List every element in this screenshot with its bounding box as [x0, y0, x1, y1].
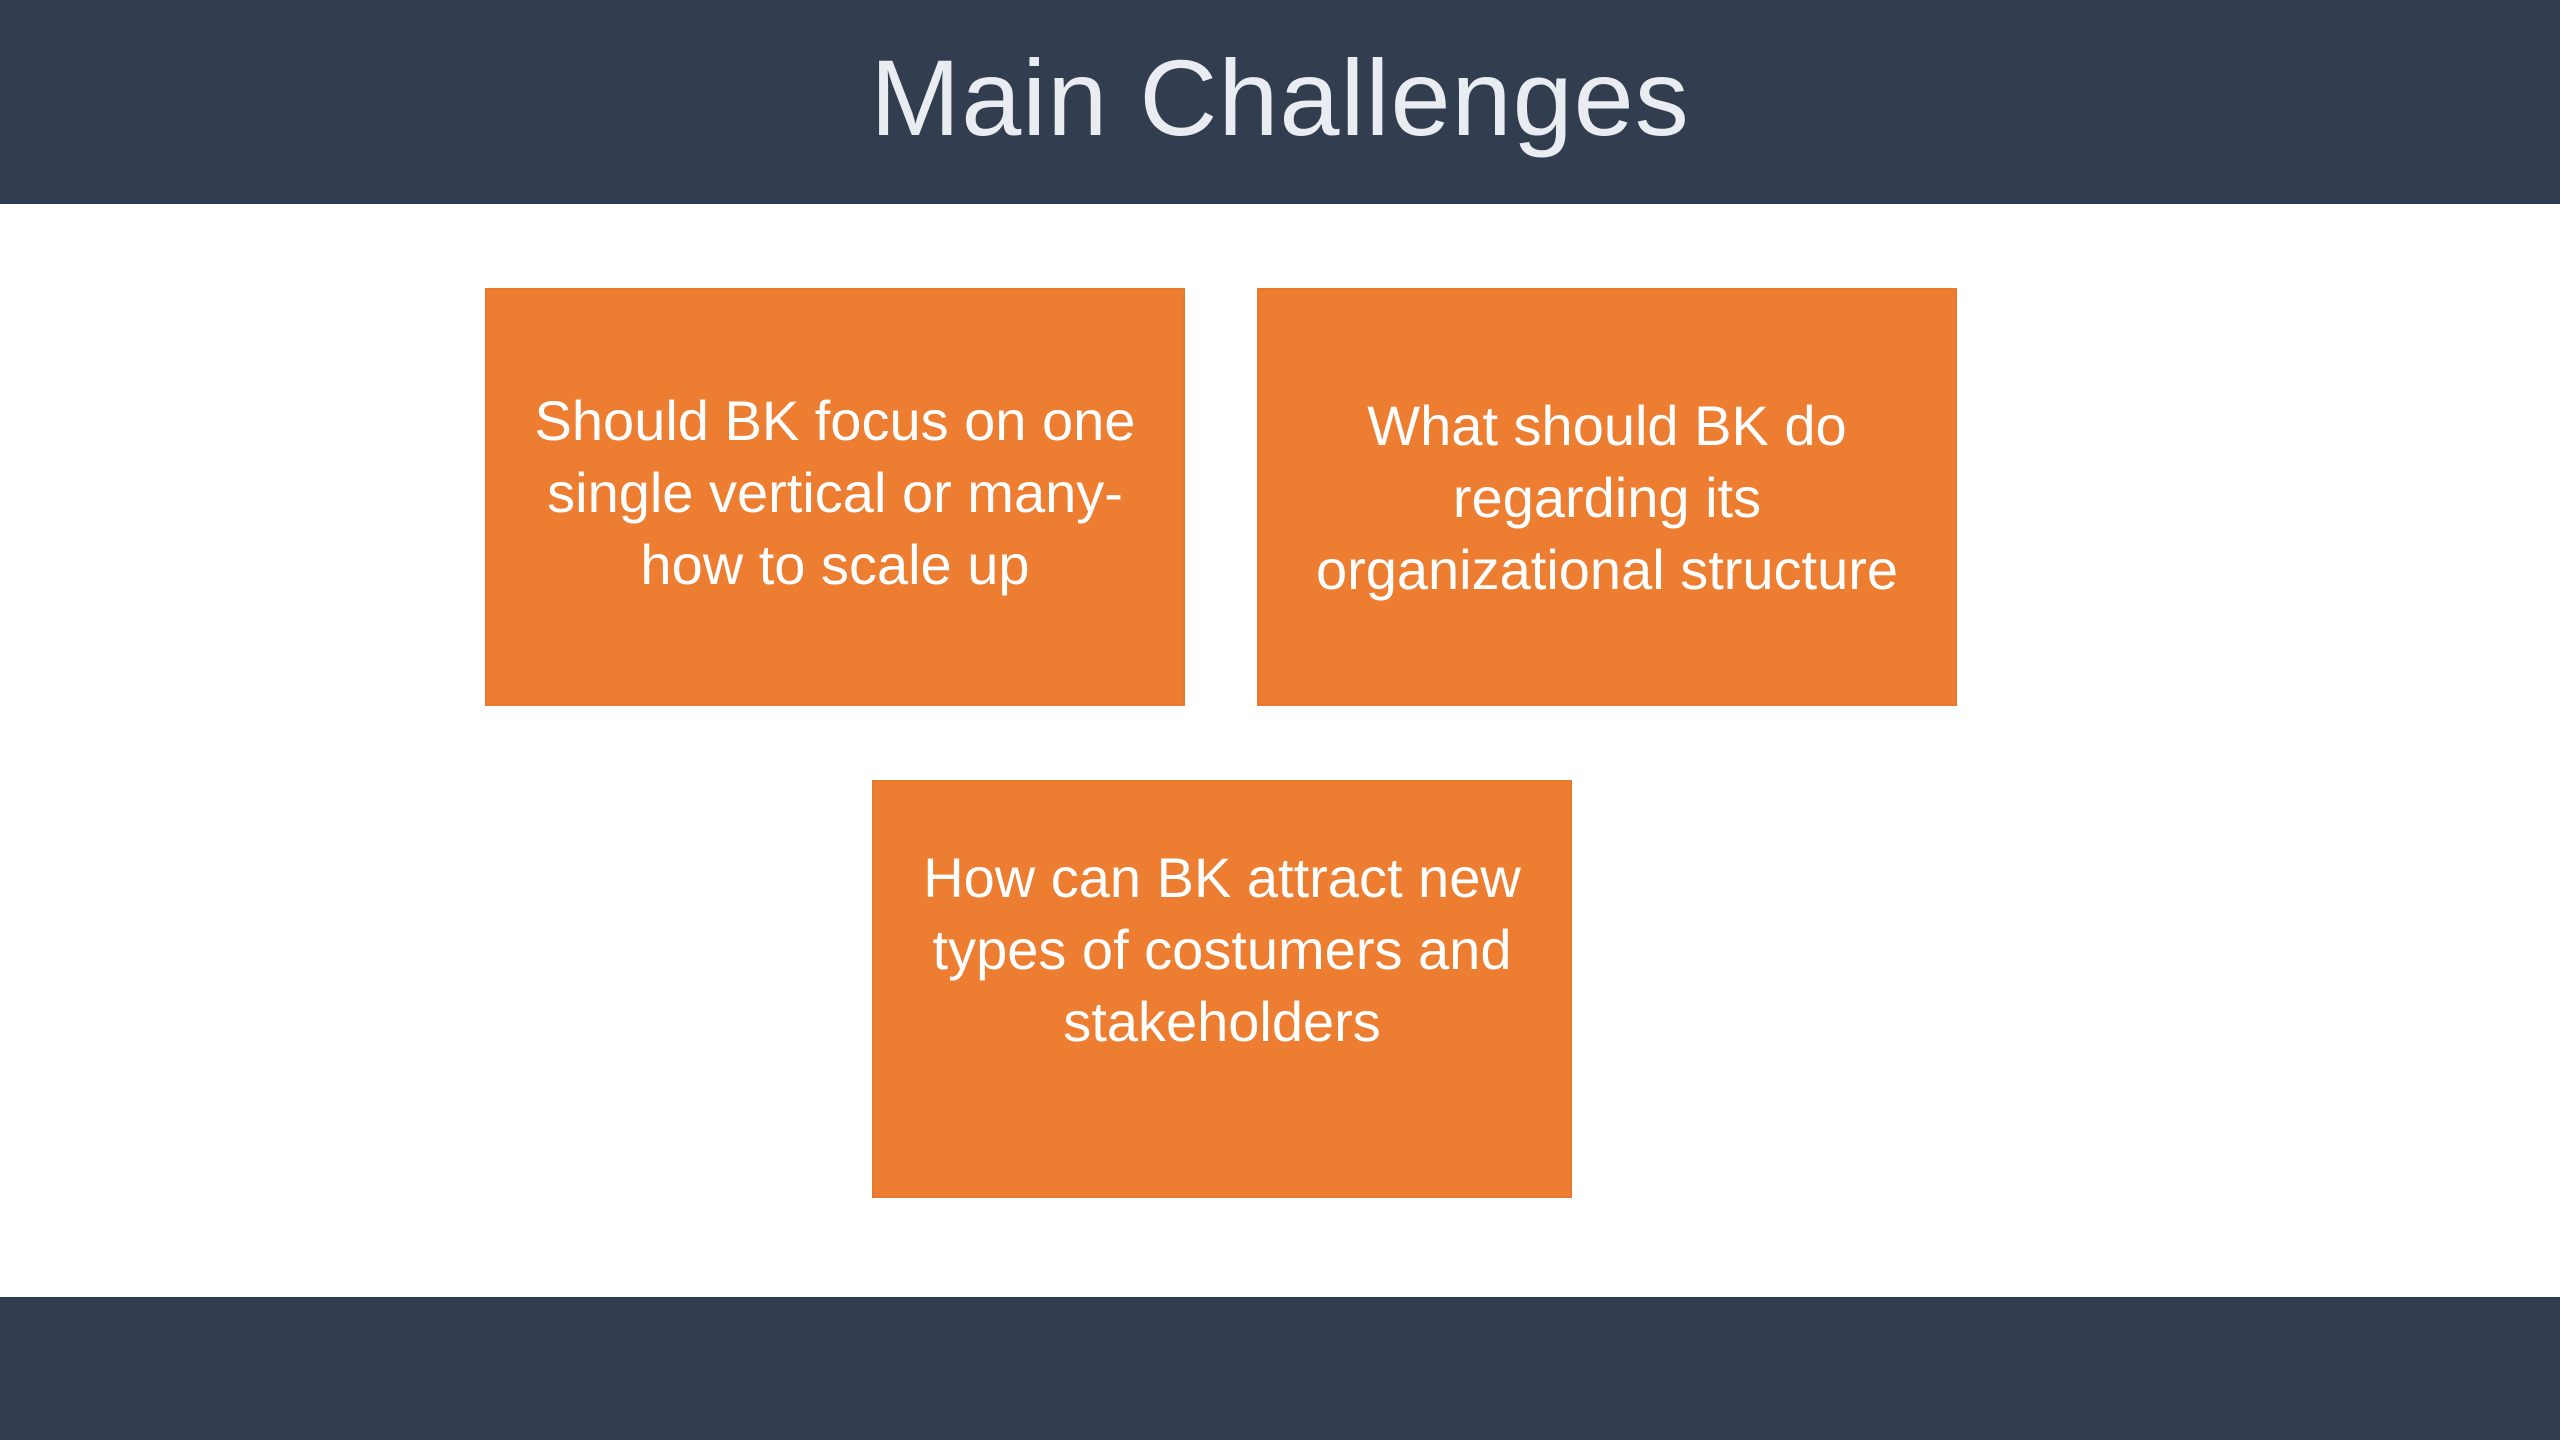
footer-bar [0, 1297, 2560, 1440]
header-bar: Main Challenges [0, 0, 2560, 204]
challenge-box-attract-customers: How can BK attract new types of costumer… [872, 780, 1572, 1198]
challenge-box-vertical-focus: Should BK focus on one single vertical o… [485, 288, 1185, 706]
challenge-box-organizational-structure: What should BK do regarding its organiza… [1257, 288, 1957, 706]
slide-title: Main Challenges [870, 36, 1690, 158]
challenge-text: Should BK focus on one single vertical o… [534, 389, 1136, 596]
challenge-text: How can BK attract new types of costumer… [923, 846, 1521, 1053]
challenge-text: What should BK do regarding its organiza… [1315, 394, 1899, 601]
